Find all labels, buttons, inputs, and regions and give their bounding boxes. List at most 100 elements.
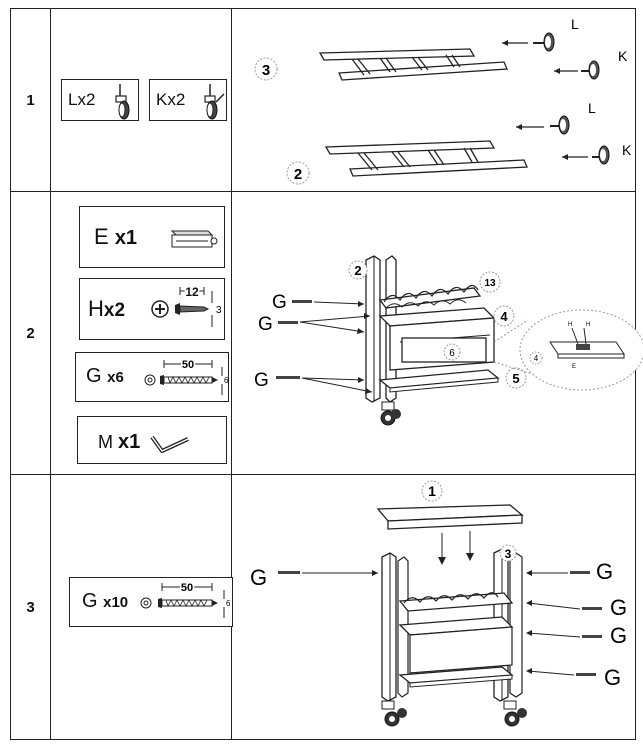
detail-screw-label: H	[568, 322, 572, 328]
part-box-h: Hx2 12 3	[79, 278, 225, 340]
callout-6-label: 6	[449, 348, 455, 359]
bottom-shelf-5	[378, 369, 500, 393]
parts-column: E x1 Hx2	[51, 192, 232, 474]
callout-3	[499, 544, 517, 562]
caster-wheel-icon	[503, 700, 527, 727]
callout-13-label: 13	[484, 278, 496, 289]
part-qty: x10	[103, 594, 129, 611]
parts-column: G x10 50 6	[51, 475, 233, 739]
base-frame-diagram: 3 2 L K	[254, 16, 632, 185]
assembly-instructions-sheet: 1 Lx2 Kx2	[10, 8, 643, 740]
part-letter: M	[98, 432, 113, 452]
callout-6	[443, 343, 461, 361]
callout-3-label: 3	[505, 547, 512, 561]
callout-1	[421, 480, 443, 502]
dimension-label: 12	[185, 285, 199, 299]
callout-2-label: 2	[354, 263, 361, 278]
part-qty: x1	[118, 431, 141, 453]
step-number: 3	[11, 475, 51, 739]
screw-g-left: G	[250, 565, 378, 590]
screw-g-middle: G	[258, 313, 371, 335]
frame-2	[324, 140, 528, 177]
callout-3	[254, 57, 278, 81]
screw-g-label: G	[596, 559, 613, 584]
detail-screw-label: H	[586, 322, 590, 328]
middle-shelf	[398, 616, 514, 674]
screw-g-top: G	[272, 292, 365, 313]
bottle-rack-shelf	[398, 592, 514, 612]
part-box-e: E x1	[79, 206, 225, 268]
detail-panel-label: 4	[534, 354, 539, 363]
part-qty: x2	[167, 90, 186, 109]
locking-caster-wheel-icon	[204, 84, 225, 120]
bracket-icon	[170, 230, 218, 248]
caster-wheel-icon	[380, 401, 401, 426]
part-letter: K	[156, 90, 168, 109]
step-number: 2	[11, 192, 51, 474]
dimension-label: 50	[181, 582, 193, 594]
part-letter: H	[88, 296, 104, 321]
screw-g-right-1: G	[526, 559, 613, 584]
part-letter: G	[86, 365, 102, 387]
screw-g-label: G	[254, 370, 269, 391]
caster-k-label: K	[622, 142, 632, 158]
screw-g-label: G	[250, 565, 267, 590]
part-box-g: G x6 50 6	[75, 352, 229, 402]
part-letter: L	[68, 90, 78, 109]
caster-l-label: L	[571, 16, 579, 32]
part-qty: x2	[77, 90, 96, 109]
part-qty: x6	[107, 369, 124, 386]
screw-g-right-2: G	[526, 595, 627, 620]
part-qty: x1	[114, 227, 138, 249]
part-qty: x2	[103, 300, 126, 321]
caster-wheel-icon	[115, 84, 130, 120]
caster-l-top: L	[502, 16, 579, 52]
callout-4	[493, 305, 515, 327]
callout-5	[505, 367, 527, 389]
part-box-l: Lx2	[61, 79, 139, 121]
drawer-6	[401, 337, 487, 363]
screw-g-label: G	[604, 665, 621, 690]
caster-wheel-icon	[381, 700, 407, 727]
screw-g-label: G	[258, 314, 273, 335]
part-letter: E	[94, 224, 109, 249]
caster-l-label: L	[588, 100, 596, 116]
part-box-m: M x1	[77, 416, 227, 464]
step-number: 1	[11, 9, 51, 191]
callout-2	[286, 161, 310, 185]
top-panel-1	[376, 504, 524, 530]
diameter-label: 3	[216, 305, 222, 316]
diameter-label: 6	[224, 376, 229, 385]
callout-2-label: 2	[294, 166, 302, 183]
dimension-label: 50	[182, 359, 194, 371]
diameter-label: 6	[226, 599, 231, 608]
callout-2	[348, 260, 368, 280]
screw-g-right-4: G	[526, 665, 621, 690]
caster-k-bottom: K	[562, 142, 632, 165]
bottle-rack-13	[378, 284, 482, 309]
final-assembly-diagram: 1	[250, 480, 627, 727]
detail-bubble: H H E 4	[493, 309, 643, 391]
step-row-1: 1 Lx2 Kx2	[11, 9, 635, 192]
parts-column: Lx2 Kx2	[51, 9, 232, 191]
part-box-g: G x10 50 6	[69, 577, 233, 627]
callout-4-label: 4	[500, 309, 508, 324]
bottom-shelf	[398, 666, 514, 688]
step-row-2: 2 E x1 Hx2	[11, 192, 643, 475]
long-screw-icon: 50 6	[140, 581, 231, 618]
shelf-assembly-diagram: G G G	[254, 255, 643, 426]
callout-3-label: 3	[262, 62, 270, 79]
screw-g-bottom: G	[254, 370, 373, 394]
screw-g-label: G	[610, 623, 627, 648]
callout-5-label: 5	[512, 371, 519, 386]
caster-k-top: K	[554, 48, 628, 80]
screw-g-right-3: G	[526, 623, 627, 648]
caster-k-label: K	[618, 48, 628, 64]
screw-g-label: G	[272, 292, 287, 313]
callout-13	[479, 271, 501, 293]
small-screw-icon: 12 3	[151, 284, 222, 327]
step-row-3: 3 G x10 50	[11, 475, 635, 739]
allen-key-icon	[150, 435, 189, 453]
part-letter: G	[82, 590, 98, 612]
step-figure: 3 2 L K	[232, 9, 635, 191]
